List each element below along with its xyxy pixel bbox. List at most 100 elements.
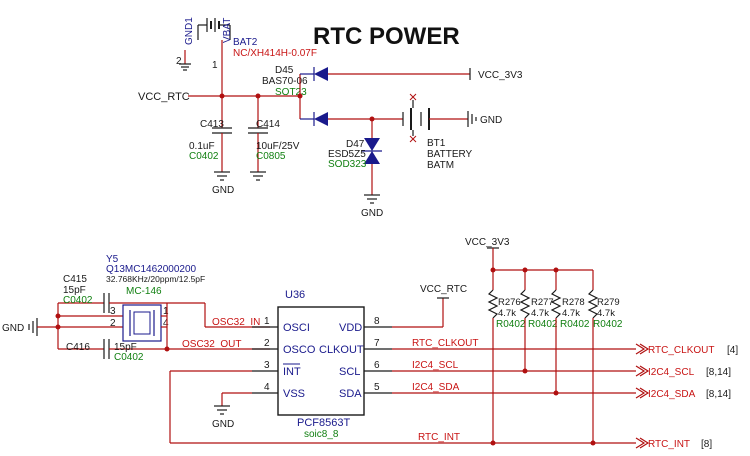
y5-pin1: 1 <box>163 306 169 317</box>
port-rtc-int[interactable]: RTC_INT [8] <box>635 437 712 450</box>
port-i2c4-scl-ref: [8,14] <box>706 367 731 378</box>
d47-part: ESD5Z5 <box>328 149 366 160</box>
bat2-gnd-label: GND1 <box>184 17 195 45</box>
net-label-osc32-out: OSC32_OUT <box>182 339 241 350</box>
r277-value: 4.7k <box>531 308 549 319</box>
c414-value: 10uF/25V <box>256 141 300 152</box>
u36-pin8-num: 8 <box>374 316 380 327</box>
y5-crystal <box>133 311 151 335</box>
d47-gnd-symbol <box>364 194 380 204</box>
d47-triangle-top <box>364 138 380 151</box>
u36-pin3-name: INT <box>283 366 301 378</box>
bat2-pin2: 2 <box>176 56 182 67</box>
c414-pkg: C0805 <box>256 151 286 162</box>
u36-pin6-num: 6 <box>374 360 380 371</box>
c413-gnd-symbol <box>214 171 230 181</box>
net-label-i2c4-scl: I2C4_SCL <box>412 360 459 371</box>
u36-part: PCF8563T <box>297 417 350 429</box>
port-i2c4-sda-name: I2C4_SDA <box>648 389 696 400</box>
net-label-vcc-rtc-left: VCC_RTC <box>138 91 190 103</box>
port-rtc-clkout-ref: [4] <box>727 345 738 356</box>
port-rtc-int-ref: [8] <box>701 439 712 450</box>
u36-pin8-name: VDD <box>339 322 362 334</box>
d45-ref: D45 <box>275 65 294 76</box>
bat2-symbol <box>197 18 231 40</box>
r277-ref: R277 <box>531 297 554 308</box>
c414-gnd-symbol <box>250 171 266 181</box>
junction-dot <box>590 440 596 446</box>
u36-ref: U36 <box>285 289 305 301</box>
y5-part: Q13MC1462000200 <box>106 264 197 275</box>
u36-pin1-num: 1 <box>264 316 270 327</box>
d45b-triangle <box>314 112 328 126</box>
d47-ref: D47 <box>346 139 365 150</box>
u36-pkg: soic8_8 <box>304 429 339 440</box>
u36-body <box>277 306 365 416</box>
net-label-vcc-3v3-right: VCC_3V3 <box>465 237 510 248</box>
y5-spec: 32.768KHz/20ppm/12.5pF <box>106 274 205 284</box>
u36-pin5-name: SDA <box>339 388 362 400</box>
bat2-gnd-symbol <box>179 63 191 71</box>
u36-pin2-num: 2 <box>264 338 270 349</box>
r278-pkg: R0402 <box>560 319 590 330</box>
r277-zigzag <box>519 289 531 319</box>
bt1-pkg: BATM <box>427 160 454 171</box>
y5-pin4: 4 <box>163 318 169 329</box>
c416-pkg: C0402 <box>114 352 144 363</box>
r276-ref: R276 <box>498 297 521 308</box>
crystal-gnd-symbol <box>28 318 38 336</box>
u36-pin3-num: 3 <box>264 360 270 371</box>
port-i2c4-sda[interactable]: I2C4_SDA [8,14] <box>635 387 731 400</box>
r279-ref: R279 <box>597 297 620 308</box>
port-i2c4-scl-name: I2C4_SCL <box>648 367 695 378</box>
c413-pkg: C0402 <box>189 151 219 162</box>
net-label-rtc-int: RTC_INT <box>418 432 460 443</box>
bt1-symbol <box>402 93 430 143</box>
bat2-value: NC/XH414H-0.07F <box>233 48 317 59</box>
bat2-vbat-label: VBAT <box>222 18 233 43</box>
junction-dot <box>164 346 170 352</box>
gnd-label: GND <box>212 185 234 196</box>
d45-part: BAS70-06 <box>262 76 308 87</box>
r276-zigzag <box>487 289 499 319</box>
c415-pkg: C0402 <box>63 295 93 306</box>
r279-value: 4.7k <box>597 308 615 319</box>
junction-dot <box>297 93 303 99</box>
d45-pkg: SOT23 <box>275 87 307 98</box>
r279-pkg: R0402 <box>593 319 623 330</box>
gnd-label: GND <box>2 323 24 334</box>
c416-value: 15pF <box>114 342 137 353</box>
u36-pin1-name: OSCI <box>283 322 310 334</box>
bat2-pin1: 1 <box>212 60 218 71</box>
net-label-vcc-3v3-top: VCC_3V3 <box>478 70 523 81</box>
vss-gnd-symbol <box>214 405 230 415</box>
port-rtc-clkout-name: RTC_CLKOUT <box>648 345 715 356</box>
bt1-gnd-symbol <box>467 111 477 127</box>
port-i2c4-scl[interactable]: I2C4_SCL [8,14] <box>635 365 731 378</box>
u36-pin4-num: 4 <box>264 382 270 393</box>
c415-ref: C415 <box>63 274 87 285</box>
port-rtc-clkout[interactable]: RTC_CLKOUT [4] <box>635 343 738 356</box>
u36-pin6-name: SCL <box>339 366 360 378</box>
net-label-osc32-in: OSC32_IN <box>212 317 260 328</box>
bat2-ref: BAT2 <box>233 37 258 48</box>
bt1-value: BATTERY <box>427 149 473 160</box>
junction-dot <box>522 368 528 374</box>
net-label-vcc-rtc-mid: VCC_RTC <box>420 284 467 295</box>
c413-ref: C413 <box>200 119 224 130</box>
r278-ref: R278 <box>562 297 585 308</box>
r278-zigzag <box>550 289 562 319</box>
c416-ref: C416 <box>66 342 90 353</box>
r278-value: 4.7k <box>562 308 580 319</box>
d47-pkg: SOD323 <box>328 159 367 170</box>
c414-ref: C414 <box>256 119 280 130</box>
u36-pin2-name: OSCO <box>283 344 316 356</box>
d45a-triangle <box>314 67 328 81</box>
u36-pin5-num: 5 <box>374 382 380 393</box>
u36-pin4-name: VSS <box>283 388 305 400</box>
sheet-title: RTC POWER <box>313 23 460 50</box>
junction-dot <box>490 440 496 446</box>
r277-pkg: R0402 <box>528 319 558 330</box>
